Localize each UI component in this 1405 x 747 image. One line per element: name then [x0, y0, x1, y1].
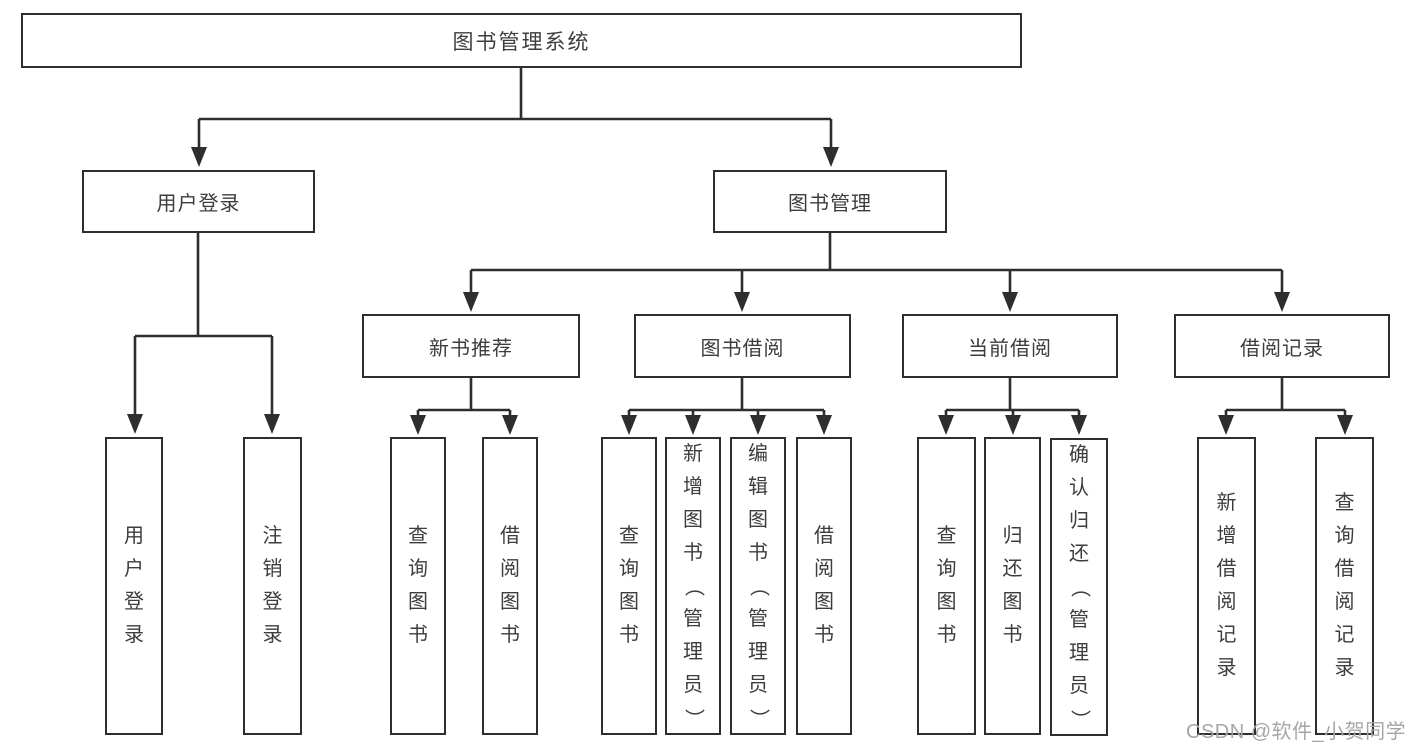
watermark: CSDN @软件_小贺同学 — [1186, 721, 1405, 743]
connector-borrowing-records — [1224, 378, 1347, 419]
leaf-add-book-admin: 新增图书（管理员） — [665, 437, 721, 735]
arrowheads — [127, 147, 1353, 435]
leaf-borrow-books-borrowing: 借阅图书 — [796, 437, 852, 735]
arrow-down-icon — [823, 147, 839, 167]
arrow-down-icon — [621, 415, 637, 435]
leaf-borrow-books-recommend: 借阅图书 — [482, 437, 538, 735]
connector-book-borrowing — [627, 378, 826, 419]
arrow-down-icon — [816, 415, 832, 435]
leaf-user-login: 用户登录 — [105, 437, 163, 735]
leaf-return-books: 归还图书 — [984, 437, 1041, 735]
arrow-down-icon — [1071, 415, 1087, 435]
connector-root — [197, 68, 833, 151]
leaf-edit-book-admin: 编辑图书（管理员） — [730, 437, 786, 735]
arrow-down-icon — [1005, 415, 1021, 435]
arrow-down-icon — [685, 415, 701, 435]
leaf-logout: 注销登录 — [243, 437, 302, 735]
arrow-down-icon — [191, 147, 207, 167]
arrow-down-icon — [750, 415, 766, 435]
leaf-confirm-return-admin: 确认归还（管理员） — [1050, 438, 1108, 736]
node-new-book-recommendation: 新书推荐 — [362, 314, 580, 378]
arrow-down-icon — [463, 292, 479, 312]
arrow-down-icon — [502, 415, 518, 435]
connector-new-book — [416, 378, 512, 419]
arrow-down-icon — [1274, 292, 1290, 312]
arrow-down-icon — [410, 415, 426, 435]
leaf-query-books-borrowing: 查询图书 — [601, 437, 657, 735]
leaf-query-books-recommend: 查询图书 — [390, 437, 446, 735]
leaf-query-books-current: 查询图书 — [917, 437, 976, 735]
arrow-down-icon — [1218, 415, 1234, 435]
node-book-borrowing: 图书借阅 — [634, 314, 851, 378]
arrow-down-icon — [264, 414, 280, 434]
connector-current-borrowing — [944, 378, 1081, 419]
arrow-down-icon — [938, 415, 954, 435]
node-current-borrowing: 当前借阅 — [902, 314, 1118, 378]
node-library-management-system: 图书管理系统 — [21, 13, 1022, 68]
connector-user-login — [133, 233, 274, 418]
leaf-add-borrow-record: 新增借阅记录 — [1197, 437, 1256, 735]
connector-book-management — [469, 233, 1284, 295]
arrow-down-icon — [734, 292, 750, 312]
leaf-query-borrow-record: 查询借阅记录 — [1315, 437, 1374, 735]
node-book-management: 图书管理 — [713, 170, 947, 233]
arrow-down-icon — [127, 414, 143, 434]
node-borrowing-records: 借阅记录 — [1174, 314, 1390, 378]
arrow-down-icon — [1002, 292, 1018, 312]
arrow-down-icon — [1337, 415, 1353, 435]
node-user-login-branch: 用户登录 — [82, 170, 315, 233]
